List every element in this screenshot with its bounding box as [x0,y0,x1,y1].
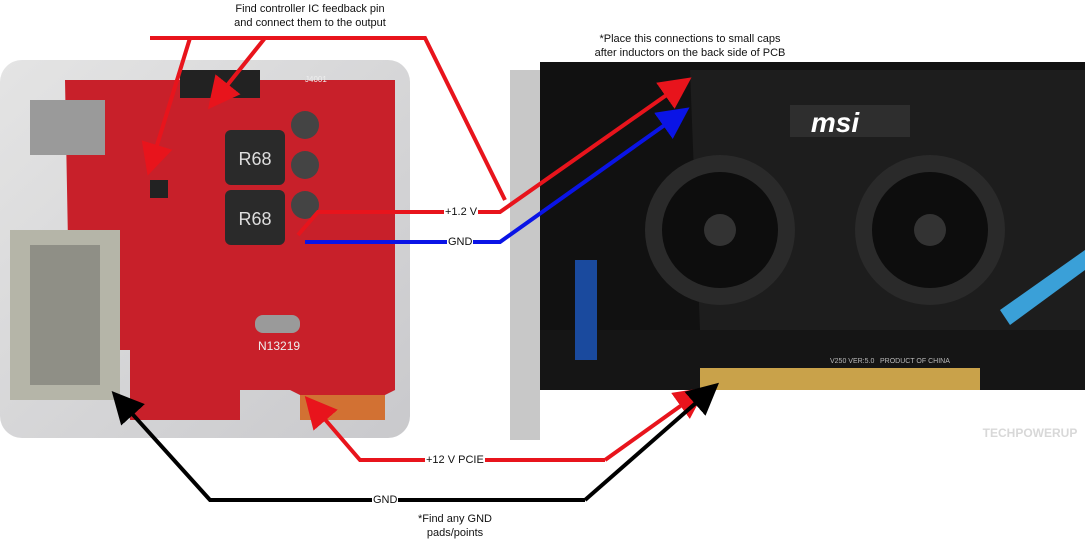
ethernet-port [30,100,105,155]
note-line: and connect them to the output [234,17,386,29]
gnd-blue-wire [305,107,690,244]
gnd-black-wire [111,391,585,502]
pcb-origin: PRODUCT OF CHINA [880,358,950,365]
caps-note: *Place this connections to small caps af… [560,32,820,60]
v12-wire [296,77,692,237]
connector-id: J4001 [305,75,327,84]
pci-bracket [510,70,540,440]
gnd-blue-label: GND [447,236,474,248]
note-line: after inductors on the back side of PCB [594,47,786,59]
board-id: N13219 [258,339,300,353]
v12-label: +1.2 V [444,206,479,218]
feedback-note: Find controller IC feedback pin and conn… [200,2,420,30]
note-line: *Find any GND [418,513,492,525]
gnd-note: *Find any GND pads/points [390,512,520,540]
crystal [255,315,300,333]
graphics-card-photo: msi V250 VER:5.0 PRODUCT OF CHINA TECHPO… [510,62,1085,440]
inductor [225,130,285,185]
inductor-label: R68 [238,149,271,169]
controller-board-photo: R68 R68 N13219 J4001 [0,60,410,438]
gnd-black-wire-arrow [583,382,720,502]
pcie-label: +12 V PCIE [425,454,485,466]
inductor [225,190,285,245]
note-line: Find controller IC feedback pin [235,3,385,15]
note-line: pads/points [426,527,484,539]
inductor-label: R68 [238,209,271,229]
pcb-version: V250 VER:5.0 [830,358,874,365]
gnd-black-label: GND [372,494,399,506]
pcie-contacts [700,368,980,390]
feedback-wire [150,36,507,201]
pcie-wire-arrow [603,387,707,462]
pcie-wire [304,395,605,462]
note-line: *Place this connections to small caps [599,33,781,45]
brand-logo: msi [811,107,860,138]
watermark: TECHPOWERUP [983,426,1078,440]
feedback-arrow-2 [208,36,267,110]
feedback-arrow-1 [141,37,192,176]
